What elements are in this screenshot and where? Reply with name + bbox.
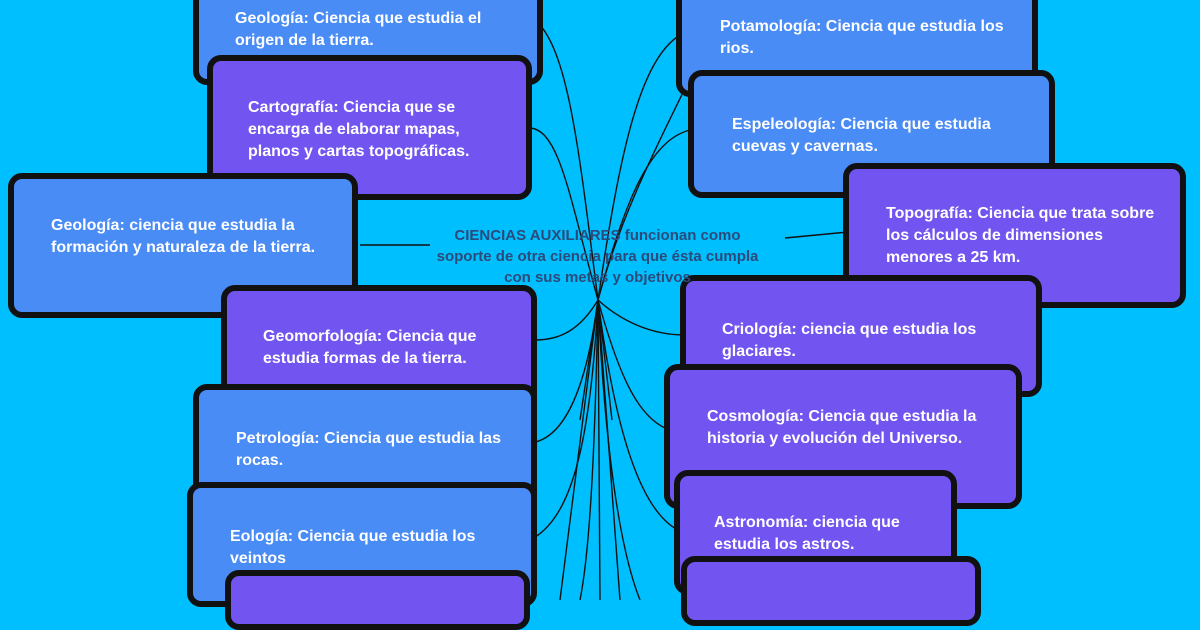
topic-label: Criología: ciencia que estudia los glaci… (722, 321, 977, 360)
topic-label: Petrología: Ciencia que estudia las roca… (236, 430, 501, 469)
central-topic[interactable]: CIENCIAS AUXILIARES funcionan como sopor… (436, 227, 759, 286)
topic-label: Cartografía: Ciencia que se encarga de e… (248, 99, 470, 160)
connector-geologia-origen (539, 24, 599, 301)
hub-line (597, 299, 613, 421)
topic-label: Geología: Ciencia que estudia el origen … (235, 10, 482, 49)
connector-criologia (597, 299, 686, 336)
topic-bottom-right[interactable] (681, 556, 981, 626)
connector-bottom-left (579, 299, 599, 600)
connector-cosmologia (597, 299, 671, 431)
connector-astronomia (597, 299, 679, 531)
topic-bottom-left[interactable] (225, 570, 530, 630)
topic-label: Espeleología: Ciencia que estudia cuevas… (732, 116, 991, 155)
topic-label: Geología: ciencia que estudia la formaci… (51, 217, 316, 256)
topic-label: Potamología: Ciencia que estudia los rio… (720, 18, 1004, 57)
connector-geomorfologia (534, 299, 599, 341)
connector-topografia (784, 231, 849, 239)
hub-line (559, 299, 599, 600)
topic-label: Astronomía: ciencia que estudia los astr… (714, 514, 900, 553)
topic-label: Geomorfología: Ciencia que estudia forma… (263, 328, 477, 367)
hub-line (579, 299, 599, 421)
connector-potamologia (597, 34, 681, 301)
hub-line (597, 299, 621, 600)
topic-label: Eología: Ciencia que estudia los veintos (230, 528, 476, 567)
hub-line (597, 299, 601, 600)
topic-label: Cosmología: Ciencia que estudia la histo… (707, 408, 977, 447)
connector-bottom-right (597, 299, 641, 600)
connector-lines (360, 0, 849, 600)
connector-cartografia (529, 127, 599, 301)
topic-label: Topografía: Ciencia que trata sobre los … (886, 205, 1155, 266)
